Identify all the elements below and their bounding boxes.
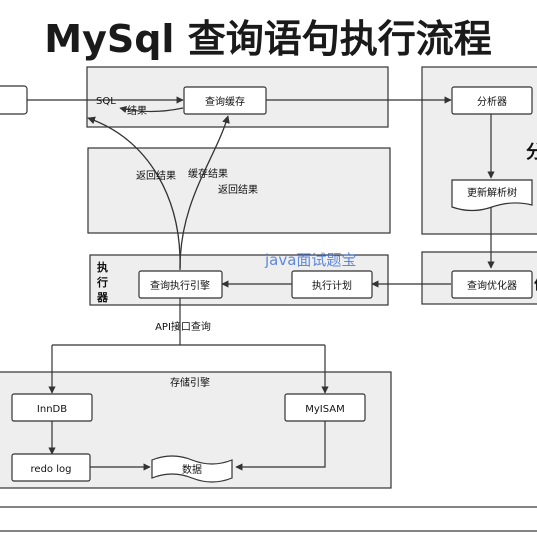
parse-tree-box [451, 179, 533, 212]
label-api-query: API接口查询 [155, 320, 211, 333]
executor-label-1: 执 [97, 260, 108, 274]
region-bottom-strip [0, 506, 537, 532]
query-engine-label: 查询执行引擎 [150, 279, 210, 292]
redo-log-label: redo log [31, 464, 72, 475]
analyzer-box [451, 86, 533, 115]
region-middle [87, 147, 391, 234]
executor-label-3: 器 [96, 291, 109, 304]
arrow-myisam-to-data [235, 421, 326, 471]
label-result: 结果 [127, 104, 147, 117]
redo-log-box [11, 453, 91, 482]
arrow-result [119, 105, 184, 113]
parse-tree-label: 更新解析树 [467, 186, 517, 199]
query-optimizer-box [451, 270, 533, 299]
arrow-cache-result [179, 115, 230, 269]
analyzer-region-fragment: 分 [526, 142, 537, 163]
arrow-return-result-left [87, 116, 181, 271]
client-box [0, 85, 28, 115]
query-optimizer-label: 查询优化器 [467, 279, 517, 292]
exec-plan-box [291, 270, 373, 299]
label-cache-result: 缓存结果 [188, 167, 228, 180]
query-engine-box [138, 270, 223, 299]
query-cache-label: 查询缓存 [205, 95, 245, 108]
exec-plan-label: 执行计划 [312, 279, 352, 292]
query-cache-box [183, 86, 267, 115]
myisam-label: MyISAM [305, 404, 345, 415]
innodb-box [11, 393, 93, 422]
data-box [151, 455, 233, 483]
page-title: MySql 查询语句执行流程 [44, 17, 491, 61]
data-label: 数据 [182, 463, 202, 476]
myisam-box [284, 393, 366, 422]
innodb-label: InnDB [37, 404, 67, 415]
label-return-result-2: 返回结果 [218, 183, 258, 196]
label-sql: SQL [96, 96, 116, 107]
watermark: java面试题宝 [264, 251, 356, 269]
storage-engine-label: 存储引擎 [170, 376, 210, 389]
optimizer-region-fragment: 优 [534, 276, 537, 293]
analyzer-label: 分析器 [477, 95, 507, 108]
label-return-result-1: 返回结果 [136, 169, 176, 182]
executor-label-2: 行 [96, 275, 108, 289]
